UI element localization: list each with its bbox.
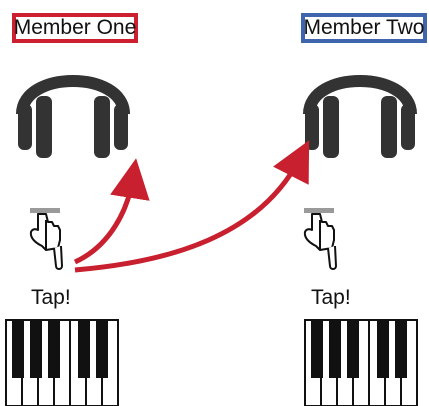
tap-label-member-one: Tap! [31, 286, 71, 309]
headphones-icon [16, 75, 130, 158]
arrow-to-member-one [73, 158, 150, 265]
pointing-hand-icon [29, 208, 63, 270]
arrow-to-member-two [74, 140, 310, 273]
member-two-label: Member Two [301, 13, 427, 43]
piano-keys-icon [304, 319, 418, 406]
piano-keys-icon [5, 319, 119, 406]
headphones-icon [303, 75, 417, 158]
member-one-label: Member One [12, 13, 138, 43]
tap-label-member-two: Tap! [311, 286, 351, 309]
pointing-hand-icon [303, 208, 337, 270]
